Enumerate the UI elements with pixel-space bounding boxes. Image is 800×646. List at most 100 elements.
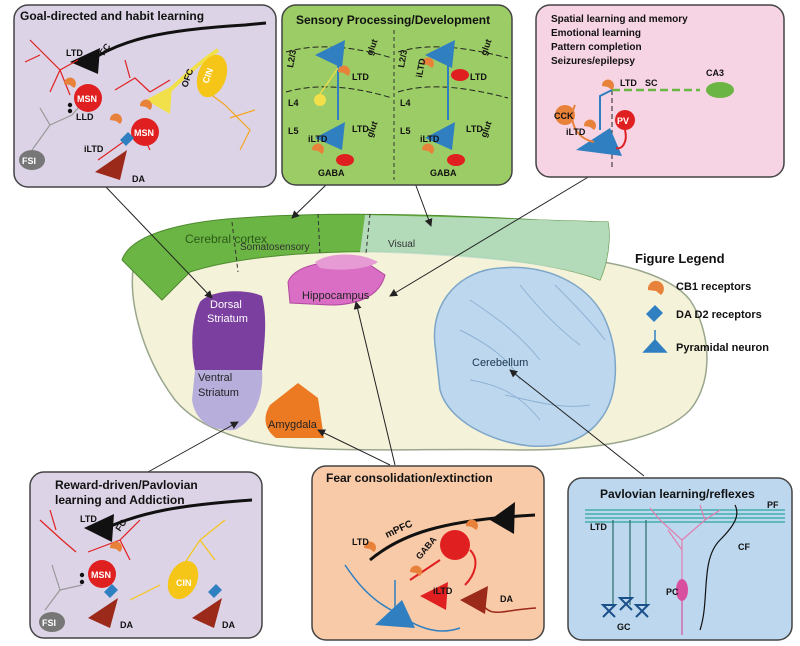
fc-neuron [70,48,100,74]
sensory-l5-b: L5 [400,126,411,136]
amygdala [265,383,324,438]
d2-receptor-icon [208,584,222,598]
panel-sensory-title: Sensory Processing/Development [296,13,490,27]
pyramidal-neuron [375,600,415,628]
cb1-receptor-icon [109,541,122,552]
panel-goal-directed [13,4,277,188]
fsi-dendrites [44,564,83,611]
hippocampus [287,261,386,306]
goal-cin-label: CIN [200,67,215,85]
goal-fsi-label: FSI [22,156,36,166]
sensory-l4-a: L4 [288,98,299,108]
pavlov-gc-label: GC [617,622,631,632]
msn-neuron-1 [74,84,102,112]
panel-reward-title-1: Reward-driven/Pavlovian [55,478,198,492]
pyramidal-neuron [315,122,345,150]
hippocampus-upper [315,254,378,270]
d2-receptor-icon [646,305,663,322]
ofc-neuron [146,86,172,114]
sensory-iltd-b: iLTD [308,134,328,144]
goal-msn2-label: MSN [134,128,154,138]
da-neuron [460,586,488,614]
cb1-receptor-icon [465,519,478,530]
reward-da2-label: DA [222,620,235,630]
cb1-receptor-icon [311,143,324,154]
cb1-receptor-icon [409,565,422,576]
cerebellum [433,266,617,448]
spatial-sc-label: SC [645,78,658,88]
cf-fiber [699,504,738,631]
cortex-divider [231,221,239,273]
legend-cb1: CB1 receptors [676,281,751,293]
fc-axon [87,21,267,64]
cin-dendrites [129,519,226,601]
gaba-interneuron [451,69,469,81]
spatial-ltd-label: LTD [620,78,637,88]
cortex-visual-region [360,215,610,280]
fc-axon [101,498,253,532]
cerebellum-folia [459,284,606,421]
spatial-cck-label: CCK [554,111,574,121]
connector-arrows [104,175,645,477]
pc-neuron [676,579,688,601]
panel-pavlovian-title: Pavlovian learning/reflexes [600,487,755,501]
spatial-line-4: Seizures/epilepsy [551,56,635,67]
da-neuron [420,582,448,610]
legend-title: Figure Legend [635,251,725,266]
gaba-interneuron [447,154,465,166]
panel-reward-title-2: learning and Addiction [55,493,185,507]
sensory-gaba-b: GABA [430,168,457,178]
gaba-interneuron [440,530,470,560]
reward-msn-label: MSN [91,570,111,580]
da-neuron [88,598,118,628]
synapse-dot [79,572,85,578]
pavlov-pc-label: PC [666,587,679,597]
fsi-neuron [39,612,65,632]
pavlov-pf-label: PF [767,500,779,510]
spatial-ca3-label: CA3 [706,68,724,78]
hippocampus-label: Hippocampus [302,290,370,302]
spatial-pv-label: PV [617,116,629,126]
cin-neuron [196,54,228,98]
fsi-neuron [19,150,45,170]
ventral-label-2: Striatum [198,387,239,399]
l4-neuron [314,94,326,106]
cb1-receptor-icon [139,99,152,110]
cb1-receptor-icon [337,65,350,76]
cin-neuron [167,560,199,600]
sensory-gaba-a: GABA [318,168,345,178]
d2-receptor-icon [104,584,118,598]
sensory-ltd-b: LTD [470,72,487,82]
sensory-ltd-d: LTD [466,124,483,134]
reward-cin-label: CIN [176,578,192,588]
spatial-line-2: Emotional learning [551,28,641,39]
sensory-iltd-a: iLTD [414,57,427,78]
reward-ltd-label: LTD [80,514,97,524]
ventral-striatum [192,370,263,431]
sensory-iltd-c: iLTD [420,134,440,144]
d2-receptor-icon [120,132,134,146]
goal-ltd-label: LTD [66,48,83,58]
pavlov-cf-label: CF [738,542,750,552]
mpfc-neuron [490,502,515,534]
cb1-receptor-icon [647,280,664,295]
somatosensory-label: Somatosensory [240,242,309,253]
goal-lld-label: LLD [76,112,94,122]
ventral-label-1: Ventral [198,372,232,384]
dorsal-label-2: Striatum [207,313,248,325]
sensory-ltd-c: LTD [352,124,369,134]
spatial-line-1: Spatial learning and memory [551,14,688,25]
cb1-receptor-icon [421,143,434,154]
panel-fear [311,465,545,641]
sensory-l4-b: L4 [400,98,411,108]
gaba-interneuron [336,154,354,166]
fc-neuron [84,514,114,542]
da-neuron [95,150,127,180]
cck-interneuron [555,105,575,125]
panel-spatial [535,4,785,178]
panel-fear-title: Fear consolidation/extinction [326,471,493,485]
sensory-l5-a: L5 [288,126,299,136]
reward-da1-label: DA [120,620,133,630]
dorsal-striatum [192,291,266,370]
panel-sensory [281,4,513,186]
